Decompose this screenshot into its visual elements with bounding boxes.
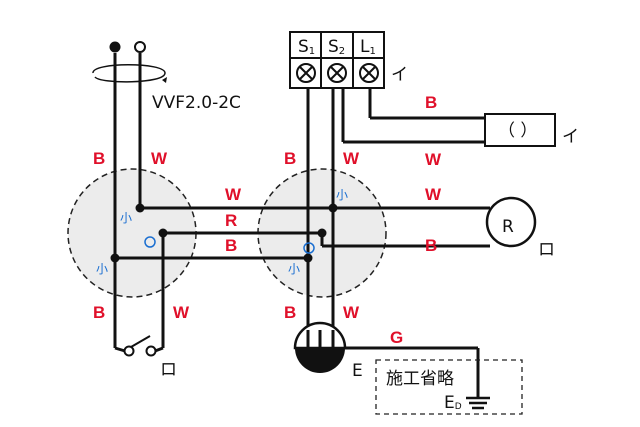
wire-color-label: W: [425, 150, 442, 169]
screw-terminal-icon: [359, 63, 379, 83]
sleeve-mark-small: 小: [336, 188, 348, 202]
pilot-lamp-box: [484, 113, 556, 147]
terminal-block: [289, 31, 385, 89]
ground-icon: [466, 396, 490, 410]
ground-note: 施工省略: [386, 369, 454, 389]
junction-dot: [110, 253, 120, 263]
source-terminal-black: [109, 41, 121, 53]
cable-twist-icon: [92, 64, 166, 83]
cable-spec-label: VVF2.0-2C: [152, 93, 241, 113]
wire-color-label: W: [343, 303, 360, 322]
sleeve-mark-small: 小: [120, 211, 132, 225]
junction-dot: [303, 253, 313, 263]
wire-color-label: W: [425, 185, 442, 204]
outlet-icon: [293, 321, 347, 373]
source-terminal-white: [134, 41, 146, 53]
wire-color-label: W: [343, 149, 360, 168]
sleeve-mark-small: 小: [96, 262, 108, 276]
sleeve-mark-medium: [144, 236, 156, 248]
ground-note-box: [375, 359, 523, 415]
wire-color-label: W: [173, 303, 190, 322]
wire-color-label: B: [425, 93, 437, 112]
wire-color-label: W: [151, 149, 168, 168]
wire-color-label: B: [93, 303, 105, 322]
sleeve-mark-medium: [303, 242, 315, 254]
switch-tag: ロ: [160, 360, 177, 380]
screw-terminal-icon: [296, 63, 316, 83]
lamp-icon: [485, 196, 537, 248]
ground-label: ED: [444, 393, 462, 413]
junction-dot: [158, 228, 168, 238]
junction-dot: [317, 228, 327, 238]
switch-contact-left: [123, 345, 135, 357]
wire-color-label: B: [284, 303, 296, 322]
outlet-tag: E: [352, 361, 363, 381]
terminal-l1-label: L1: [360, 37, 376, 57]
wire-color-label: B: [425, 236, 437, 255]
lamp-symbol: R: [502, 217, 514, 237]
junction-dot: [328, 203, 338, 213]
wire-color-label: G: [390, 328, 403, 347]
wire-color-label: B: [93, 149, 105, 168]
wire-color-label: B: [284, 149, 296, 168]
pilot-lamp-symbol: （ ）: [498, 121, 537, 141]
terminal-s2-label: S2: [328, 37, 345, 57]
sleeve-mark-small: 小: [288, 262, 300, 276]
wire-color-label: B: [225, 236, 237, 255]
wire-color-label: R: [225, 211, 237, 230]
terminal-s1-label: S1: [298, 37, 315, 57]
switch-contact-right: [145, 345, 157, 357]
lamp-tag: ロ: [538, 240, 555, 260]
terminal-block-tag: イ: [391, 65, 408, 85]
junction-dot: [135, 203, 145, 213]
screw-terminal-icon: [327, 63, 347, 83]
pilot-lamp-tag: イ: [562, 127, 579, 147]
wire-color-label: W: [225, 185, 242, 204]
